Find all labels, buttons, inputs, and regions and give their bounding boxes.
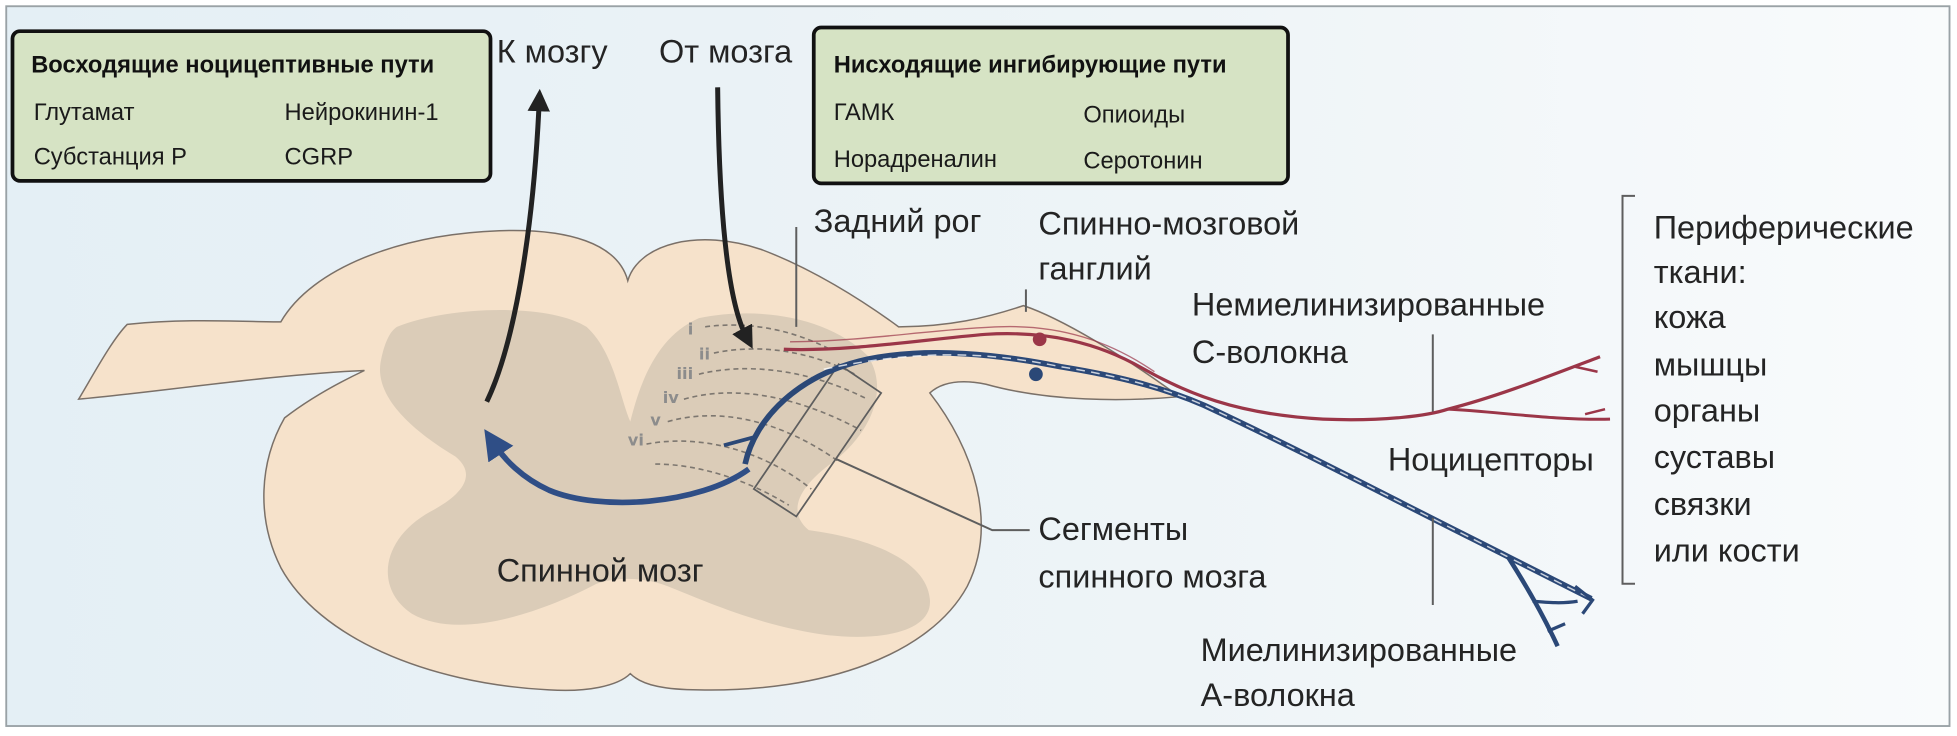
peripheral-tissues-item: ткани: (1654, 254, 1747, 290)
from-brain-label: От мозга (659, 33, 793, 69)
descending-box-item: ГАМК (834, 100, 895, 126)
segments-label-line1: Сегменты (1038, 511, 1188, 547)
lamina-boundary (713, 348, 856, 375)
ascending-box-item: CGRP (285, 145, 353, 171)
lamina-label: i (688, 319, 694, 338)
unmyelinated-fibers-label-line2: С-волокна (1192, 334, 1349, 370)
ganglion-label-line1: Спинно-мозговой (1038, 206, 1299, 242)
segments-leader (835, 458, 1030, 532)
ascending-box-item: Нейрокинин-1 (285, 100, 439, 126)
peripheral-tissues-list: Периферические ткани: кожа мышцы органы … (1654, 209, 1914, 568)
lamina-boundary (698, 367, 868, 400)
from-brain-arrow (715, 87, 753, 349)
peripheral-tissues-item: связки (1654, 486, 1752, 522)
segment-outline-box (752, 363, 883, 518)
interneuron-arrow (484, 429, 751, 506)
a-fiber-cell-body (1029, 367, 1043, 382)
spinal-cord-label: Спинной мозг (497, 552, 704, 588)
lamina-label: iii (676, 364, 693, 383)
lamina-label: vi (628, 430, 644, 449)
peripheral-tissues-item: Периферические (1654, 209, 1914, 245)
c-fiber-main (783, 332, 1601, 422)
lamina-label: ii (699, 344, 710, 363)
peripheral-tissues-item: суставы (1654, 439, 1775, 475)
lamina-boundary (655, 463, 790, 506)
myelinated-fibers-label-line1: Миелинизированные (1201, 632, 1517, 668)
dorsal-horn-label: Задний рог (814, 203, 982, 239)
lamina-label: v (650, 410, 661, 429)
c-fiber (783, 325, 1611, 422)
ganglion-label-line2: ганглий (1038, 250, 1151, 286)
laminae-boundaries (646, 324, 868, 506)
ascending-box-item: Субстанция Р (34, 145, 187, 171)
descending-box-title: Нисходящие ингибирующие пути (834, 52, 1227, 78)
descending-box-item: Серотонин (1083, 148, 1202, 174)
peripheral-tissues-item: кожа (1654, 299, 1727, 335)
lamina-boundary (705, 324, 831, 351)
c-fiber-ending (1574, 365, 1606, 416)
ascending-box-title: Восходящие ноцицептивные пути (31, 52, 434, 78)
peripheral-tissues-item: органы (1654, 393, 1760, 429)
c-fiber-inner (790, 325, 1155, 373)
peripheral-tissues-item: мышцы (1654, 346, 1768, 382)
c-fiber-cell-body (1032, 332, 1047, 347)
ascending-box-frame (10, 29, 493, 183)
lamina-label: iv (663, 388, 680, 407)
to-brain-arrow (484, 88, 550, 403)
descending-pathways-box: Нисходящие ингибирующие пути ГАМК Опиоид… (811, 25, 1290, 186)
lamina-boundary (646, 440, 812, 490)
descending-box-frame (811, 25, 1290, 186)
a-fiber (723, 350, 1595, 648)
to-brain-label: К мозгу (497, 33, 609, 69)
descending-box-item: Норадреналин (834, 147, 997, 173)
ascending-pathways-box: Восходящие ноцицептивные пути Глутамат Н… (10, 29, 493, 183)
a-fiber-myelin (823, 354, 1592, 600)
peripheral-bracket (1621, 194, 1635, 585)
nociceptors-label: Ноцицепторы (1388, 441, 1594, 477)
unmyelinated-fibers-label-line1: Немиелинизированные (1192, 287, 1545, 323)
descending-box-item: Опиоиды (1083, 102, 1185, 128)
lamina-boundary (667, 415, 840, 463)
myelinated-fibers-label-line2: А-волокна (1201, 677, 1356, 713)
a-fiber-branch (1532, 585, 1595, 633)
lamina-boundary (683, 392, 862, 432)
ascending-box-item: Глутамат (34, 100, 135, 126)
c-fiber-branch (1447, 407, 1611, 421)
peripheral-tissues-item: или кости (1654, 532, 1800, 568)
a-fiber-dorsal-horn-branch (723, 434, 757, 448)
segments-label-line2: спинного мозга (1038, 559, 1267, 595)
a-fiber-main (742, 350, 1593, 602)
a-fiber-branch (1505, 555, 1560, 648)
